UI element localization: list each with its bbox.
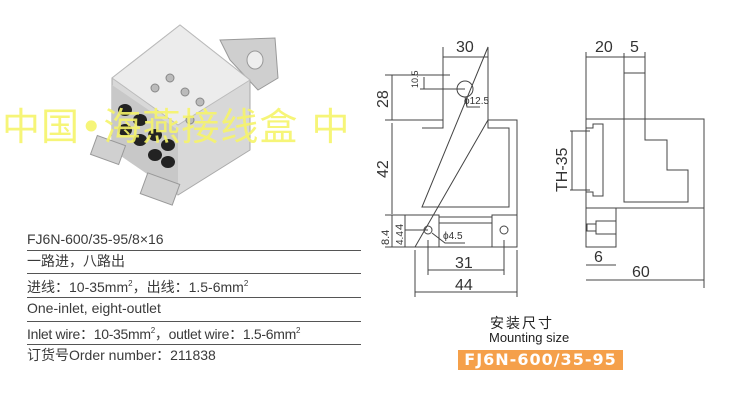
spec-wire-en: Inlet wire：10-35mm2，outlet wire：1.5-6mm2 <box>27 322 361 343</box>
dim-hole-4-5: ϕ4.5 <box>443 231 463 242</box>
dim-20: 20 <box>595 39 613 56</box>
sup: 2 <box>150 326 155 335</box>
dim-4-4: 4.4 <box>395 231 406 245</box>
caption-cn: 安装尺寸 <box>490 315 554 331</box>
inlet-cn: 进线：10-35mm <box>27 279 129 295</box>
dim-60: 60 <box>632 264 650 281</box>
dim-10-5: 10.5 <box>410 70 420 88</box>
divider <box>27 321 361 322</box>
dim-4: 4 <box>394 224 406 230</box>
product-photo <box>89 24 279 206</box>
model-badge: FJ6N-600/35-95 <box>458 350 623 370</box>
dim-5: 5 <box>630 39 639 56</box>
divider <box>27 273 361 274</box>
dim-42: 42 <box>375 160 392 178</box>
dim-6: 6 <box>594 249 603 266</box>
spec-desc-en: One-inlet, eight-outlet <box>27 300 161 316</box>
spec-order: 订货号Order number：211838 <box>27 347 216 363</box>
side-view <box>570 52 705 288</box>
inlet-en: Inlet wire：10-35mm <box>27 326 151 342</box>
dim-31: 31 <box>455 255 473 272</box>
dim-th35: TH-35 <box>554 147 571 192</box>
outlet-cn: ，出线：1.5-6mm <box>132 279 244 295</box>
divider <box>27 297 361 298</box>
dim-44: 44 <box>455 277 473 294</box>
sup: 2 <box>128 279 133 288</box>
front-view <box>385 46 518 297</box>
caption-en: Mounting size <box>489 330 570 345</box>
dim-30: 30 <box>456 39 474 56</box>
spec-wire-cn: 进线：10-35mm2，出线：1.5-6mm2 <box>27 275 361 296</box>
dim-hole-12-5: ϕ12.5 <box>464 96 490 107</box>
spec-model: FJ6N-600/35-95/8×16 <box>27 231 164 247</box>
terminal-block-image <box>89 24 279 206</box>
divider <box>27 344 361 345</box>
dim-8-4: 8.4 <box>380 230 392 245</box>
dim-28: 28 <box>375 90 392 108</box>
sup: 2 <box>243 279 249 288</box>
spec-desc-cn: 一路进，八路出 <box>27 253 125 269</box>
divider <box>27 250 361 251</box>
sup: 2 <box>295 326 301 335</box>
outlet-en: ，outlet wire：1.5-6mm <box>154 326 296 342</box>
watermark: 中国•海燕接线盒 中 <box>2 105 351 149</box>
